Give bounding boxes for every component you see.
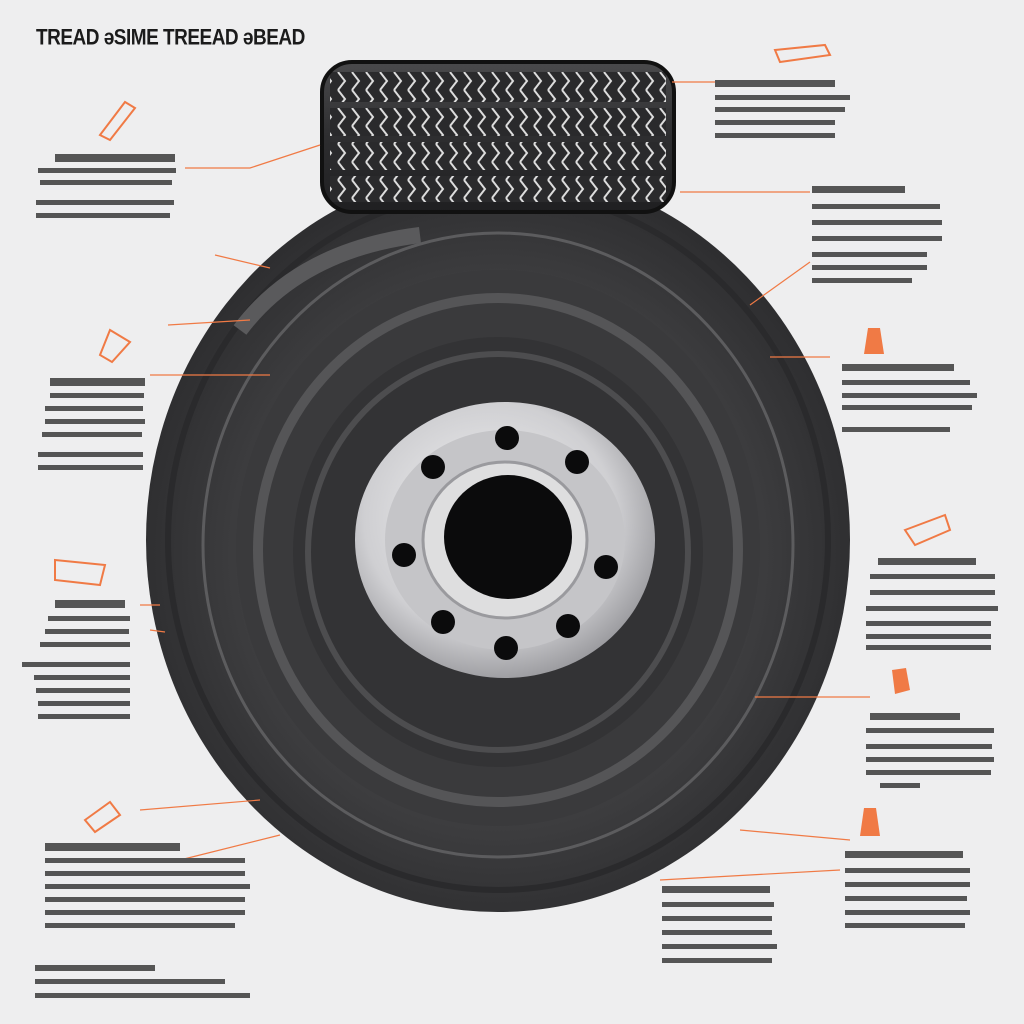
- page-title: TREAD əSIME TREEAD əBEAD: [36, 26, 305, 51]
- callout-right-4: [866, 558, 998, 650]
- callout-right-5: [866, 713, 994, 788]
- callout-left-5: [35, 965, 250, 998]
- tread-piece-icon: [54, 43, 952, 834]
- callout-bottom-center: [662, 886, 777, 963]
- callout-right-6: [845, 851, 970, 928]
- callout-left-4: [45, 843, 250, 928]
- callout-left-2: [38, 378, 145, 470]
- callout-left-1: [36, 154, 176, 218]
- callout-right-3: [842, 364, 977, 432]
- valve-icon: [860, 328, 910, 836]
- callout-right-1: [715, 80, 850, 138]
- wheel-rim: [355, 402, 655, 678]
- callout-left-3: [22, 600, 130, 719]
- tread-section: [320, 60, 676, 214]
- callout-right-2: [812, 186, 942, 283]
- leader-lines: [139, 81, 870, 881]
- lug-holes: [392, 426, 618, 660]
